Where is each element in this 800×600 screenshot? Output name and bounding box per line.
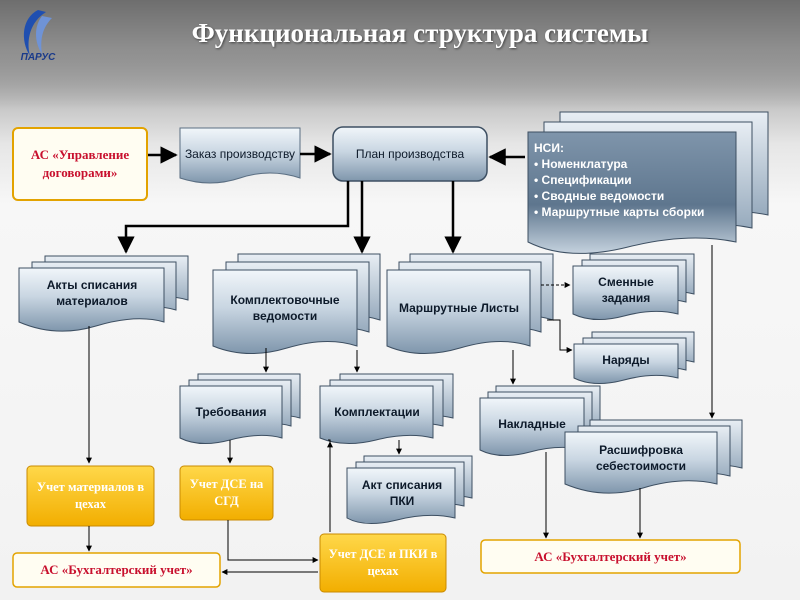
uchet-dse-pki-label: Учет ДСЕ и ПКИ в цехах (328, 547, 438, 578)
nsi-item: Спецификации (534, 172, 734, 188)
route-sheets-stack (386, 253, 554, 355)
buh-left-label: АС «Бухгалтерский учет» (40, 562, 193, 578)
nakladnye-stack (479, 385, 601, 456)
as-contracts-box (12, 127, 148, 201)
buh-right-box (480, 539, 741, 574)
order-label: Заказ производству (184, 146, 296, 161)
nsi-block: НСИ: Номенклатура Спецификации Сводные в… (534, 140, 734, 220)
parus-logo-icon (23, 10, 52, 56)
acts-stack (18, 255, 189, 332)
kompl-ved-label: Комплектовочные ведомости (230, 292, 340, 323)
costing-label: Расшифровка себестоимости (595, 442, 687, 473)
costing-stack (564, 419, 743, 494)
route-sheets-label: Маршрутные Листы (398, 300, 520, 315)
kompl-ved-stack (212, 253, 381, 355)
nakladnye-label: Накладные (498, 416, 566, 431)
uchet-materials-box (26, 465, 155, 527)
uchet-materials-label: Учет материалов в цехах (36, 480, 145, 511)
connectors (86, 145, 715, 575)
plan-box (332, 126, 488, 182)
plan-label: План производства (355, 146, 465, 161)
requirements-stack (179, 373, 301, 444)
naryady-label: Наряды (602, 352, 650, 367)
as-contracts-label: АС «Управление договорами» (30, 147, 130, 180)
komplektatsii-stack (319, 373, 454, 444)
act-pki-label: Акт списания ПКИ (361, 477, 443, 508)
nsi-title: НСИ: (534, 141, 564, 155)
header-band (0, 0, 800, 110)
acts-label: Акты списания материалов (46, 277, 138, 308)
uchet-dse-pki-box (319, 533, 447, 593)
naryady-stack (573, 331, 695, 384)
requirements-label: Требования (195, 404, 267, 419)
shift-tasks-stack (572, 253, 695, 320)
page-title: Функциональная структура системы (191, 18, 649, 48)
nsi-item: Маршрутные карты сборки (534, 204, 734, 220)
logo-text: ПАРУС (20, 52, 56, 63)
order-box (179, 127, 301, 184)
komplektatsii-label: Комплектации (334, 404, 420, 419)
buh-right-label: АС «Бухгалтерский учет» (534, 548, 687, 564)
uchet-dse-sgd-box (179, 465, 274, 521)
act-pki-stack (346, 455, 473, 524)
uchet-dse-sgd-label: Учет ДСЕ на СГД (189, 477, 264, 508)
nsi-item: Сводные ведомости (534, 188, 734, 204)
buh-left-box (12, 552, 221, 588)
nsi-list: Номенклатура Спецификации Сводные ведомо… (534, 156, 734, 220)
nsi-item: Номенклатура (534, 156, 734, 172)
shift-tasks-label: Сменные задания (598, 274, 654, 305)
